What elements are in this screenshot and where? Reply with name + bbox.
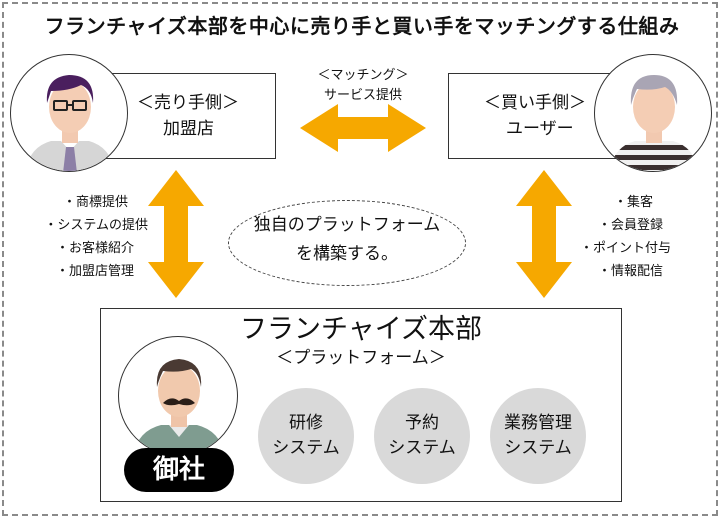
company-avatar xyxy=(118,336,238,456)
system-line2: システム xyxy=(272,438,340,458)
buyer-avatar xyxy=(594,54,712,172)
matching-line2: サービス提供 xyxy=(323,88,402,103)
matching-double-arrow xyxy=(300,104,426,152)
list-item: ・商標提供 xyxy=(62,195,128,210)
system-line1: 予約 xyxy=(405,413,439,433)
seller-name: 加盟店 xyxy=(163,119,214,139)
list-item: ・システムの提供 xyxy=(44,218,148,233)
seller-heading: ＜売り手側＞ xyxy=(137,93,239,113)
seller-avatar-icon xyxy=(25,75,115,171)
buyer-hq-double-arrow xyxy=(516,170,572,298)
company-avatar-icon xyxy=(133,359,225,455)
seller-service-list: ・商標提供 ・システムの提供 ・お客様紹介 ・加盟店管理 xyxy=(8,191,148,283)
list-item: ・お客様紹介 xyxy=(55,241,134,256)
buyer-name: ユーザー xyxy=(506,119,574,139)
system-circle-training: 研修システム xyxy=(258,388,354,484)
buyer-label: ＜買い手側＞ ユーザー xyxy=(484,90,586,142)
matching-label: ＜マッチング＞ サービス提供 xyxy=(292,66,434,106)
list-item: ・集客 xyxy=(614,195,654,210)
dashed-frame xyxy=(2,2,718,516)
list-item: ・加盟店管理 xyxy=(55,264,134,279)
buyer-heading: ＜買い手側＞ xyxy=(484,93,586,113)
system-circle-operations: 業務管理システム xyxy=(490,388,586,484)
platform-note-line1: 独自のプラットフォーム xyxy=(253,215,441,235)
matching-line1: ＜マッチング＞ xyxy=(317,68,409,83)
system-line1: 研修 xyxy=(289,413,323,433)
system-line2: システム xyxy=(388,438,456,458)
list-item: ・会員登録 xyxy=(598,218,664,233)
buyer-avatar-icon xyxy=(609,75,699,171)
list-item: ・情報配信 xyxy=(598,264,664,279)
diagram-title: フランチャイズ本部を中心に売り手と買い手をマッチングする仕組み xyxy=(44,14,680,38)
system-circle-reservation: 予約システム xyxy=(374,388,470,484)
system-line1: 業務管理 xyxy=(504,413,572,433)
list-item: ・ポイント付与 xyxy=(580,241,672,256)
system-line2: システム xyxy=(504,438,572,458)
platform-ellipse xyxy=(228,200,466,286)
company-badge: 御社 xyxy=(124,448,234,492)
platform-note-line2: を構築する。 xyxy=(296,244,398,264)
buyer-service-list: ・集客 ・会員登録 ・ポイント付与 ・情報配信 xyxy=(580,191,690,283)
headquarters-title: フランチャイズ本部 xyxy=(240,314,482,345)
platform-note: 独自のプラットフォーム を構築する。 xyxy=(228,211,466,269)
headquarters-subtitle: ＜プラットフォーム＞ xyxy=(276,348,446,368)
seller-hq-double-arrow xyxy=(148,170,204,298)
seller-avatar xyxy=(10,54,128,172)
seller-label: ＜売り手側＞ 加盟店 xyxy=(137,90,239,142)
